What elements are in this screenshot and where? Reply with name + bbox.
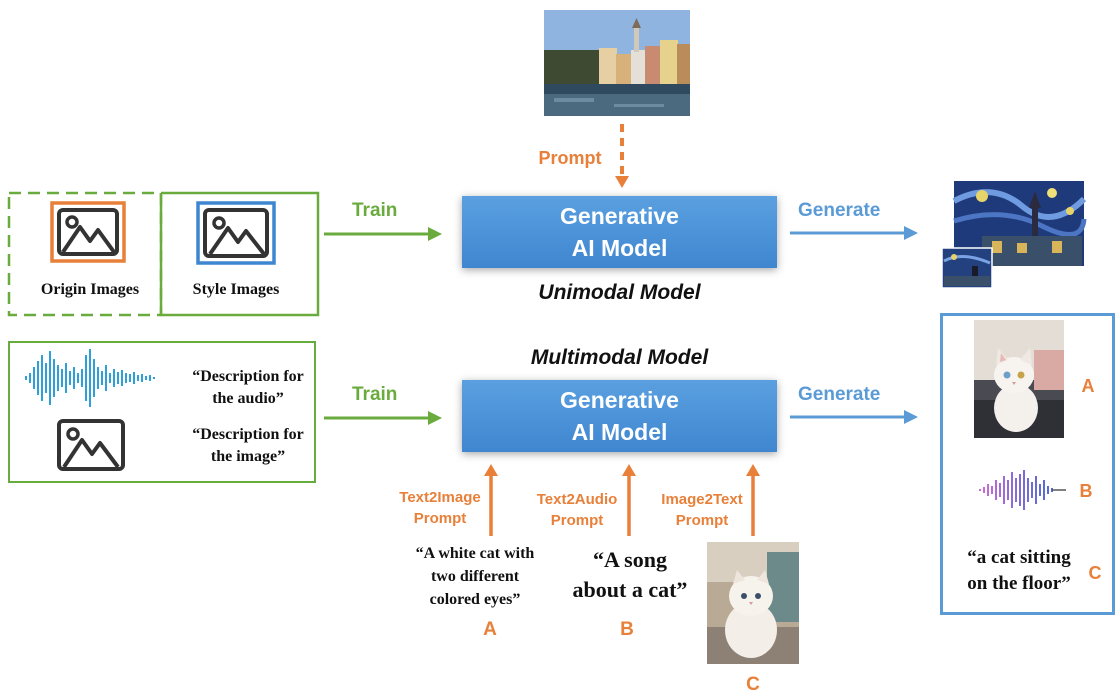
output-b-letter: B (1079, 481, 1093, 501)
prompt-b-line-1: “A song (593, 547, 667, 572)
image2text-label-line-2: Prompt (675, 512, 729, 529)
multimodal-model-box: Generative AI Model (462, 380, 777, 452)
multimodal-train-label: Train (352, 384, 398, 405)
style-images-label: Style Images (192, 281, 280, 298)
output-a-letter: A (1081, 376, 1095, 396)
image2text-prompt-label: Image2Text Prompt (648, 489, 756, 531)
output-cat-photo (974, 320, 1064, 443)
unimodal-train-label: Train (352, 200, 398, 221)
image2text-up-arrow (746, 464, 760, 536)
prompt-b-text: “A song about a cat” (550, 545, 710, 605)
image-description-line-2: the image” (210, 448, 286, 465)
multimodal-generate-arrow (790, 410, 918, 424)
image-description-text: “Description for the image” (168, 424, 328, 468)
top-prompt-label: Prompt (538, 148, 602, 168)
text2audio-prompt-label: Text2Audio Prompt (522, 489, 632, 531)
prompt-b-letter: B (620, 619, 634, 640)
text2image-label-line-1: Text2Image (399, 489, 481, 506)
audio-description-line-2: the audio” (212, 390, 284, 407)
prompt-a-letter: A (483, 619, 497, 640)
multimodal-generate-label: Generate (798, 384, 881, 405)
unimodal-model-box: Generative AI Model (462, 196, 777, 268)
prompt-dashed-arrow (615, 124, 629, 188)
town-photo (544, 10, 690, 116)
text2image-label-line-2: Prompt (413, 510, 467, 527)
audio-description-line-1: “Description for (192, 368, 304, 385)
text2image-prompt-label: Text2Image Prompt (384, 487, 496, 529)
output-audio-waveform (978, 470, 1068, 515)
unimodal-train-arrow (324, 227, 442, 241)
output-c-line-2: on the floor” (967, 573, 1071, 594)
stylized-output-image (941, 181, 1087, 294)
audio-description-text: “Description for the audio” (168, 366, 328, 410)
prompt-c-letter: C (746, 674, 760, 693)
image2text-label-line-1: Image2Text (661, 491, 743, 508)
text2image-up-arrow (484, 464, 498, 536)
unimodal-model-label-1: Generative (560, 203, 679, 229)
prompt-a-line-3: colored eyes” (429, 591, 521, 608)
output-c-letter: C (1088, 563, 1102, 583)
unimodal-model-label-2: AI Model (571, 235, 668, 261)
unimodal-generate-arrow (790, 226, 918, 240)
multimodal-model-caption: Multimodal Model (530, 346, 709, 369)
multimodal-model-label-2: AI Model (571, 419, 668, 445)
style-image-icon (196, 201, 276, 270)
text2audio-label-line-1: Text2Audio (536, 491, 618, 508)
image-description-line-1: “Description for (192, 426, 304, 443)
fluffy-cat-photo (707, 542, 799, 669)
multimodal-output-box (940, 313, 1115, 615)
audio-waveform-icon (24, 349, 160, 412)
text2audio-up-arrow (622, 464, 636, 536)
output-c-line-1: “a cat sitting (967, 547, 1071, 568)
prompt-a-text: “A white cat with two different colored … (400, 542, 550, 611)
prompt-b-line-2: about a cat” (572, 577, 688, 602)
origin-image-icon (50, 201, 126, 268)
text2audio-label-line-2: Prompt (550, 512, 604, 529)
multimodal-train-arrow (324, 411, 442, 425)
unimodal-input-box (7, 191, 320, 317)
multimodal-image-icon (56, 418, 126, 477)
unimodal-generate-label: Generate (798, 200, 881, 221)
prompt-a-line-1: “A white cat with (415, 545, 535, 562)
multimodal-input-box (8, 341, 316, 483)
origin-images-label: Origin Images (40, 281, 140, 298)
unimodal-model-caption: Unimodal Model (538, 281, 701, 304)
output-c-text: “a cat sitting on the floor” (944, 545, 1094, 597)
prompt-a-line-2: two different (430, 568, 520, 585)
multimodal-model-label-1: Generative (560, 387, 679, 413)
